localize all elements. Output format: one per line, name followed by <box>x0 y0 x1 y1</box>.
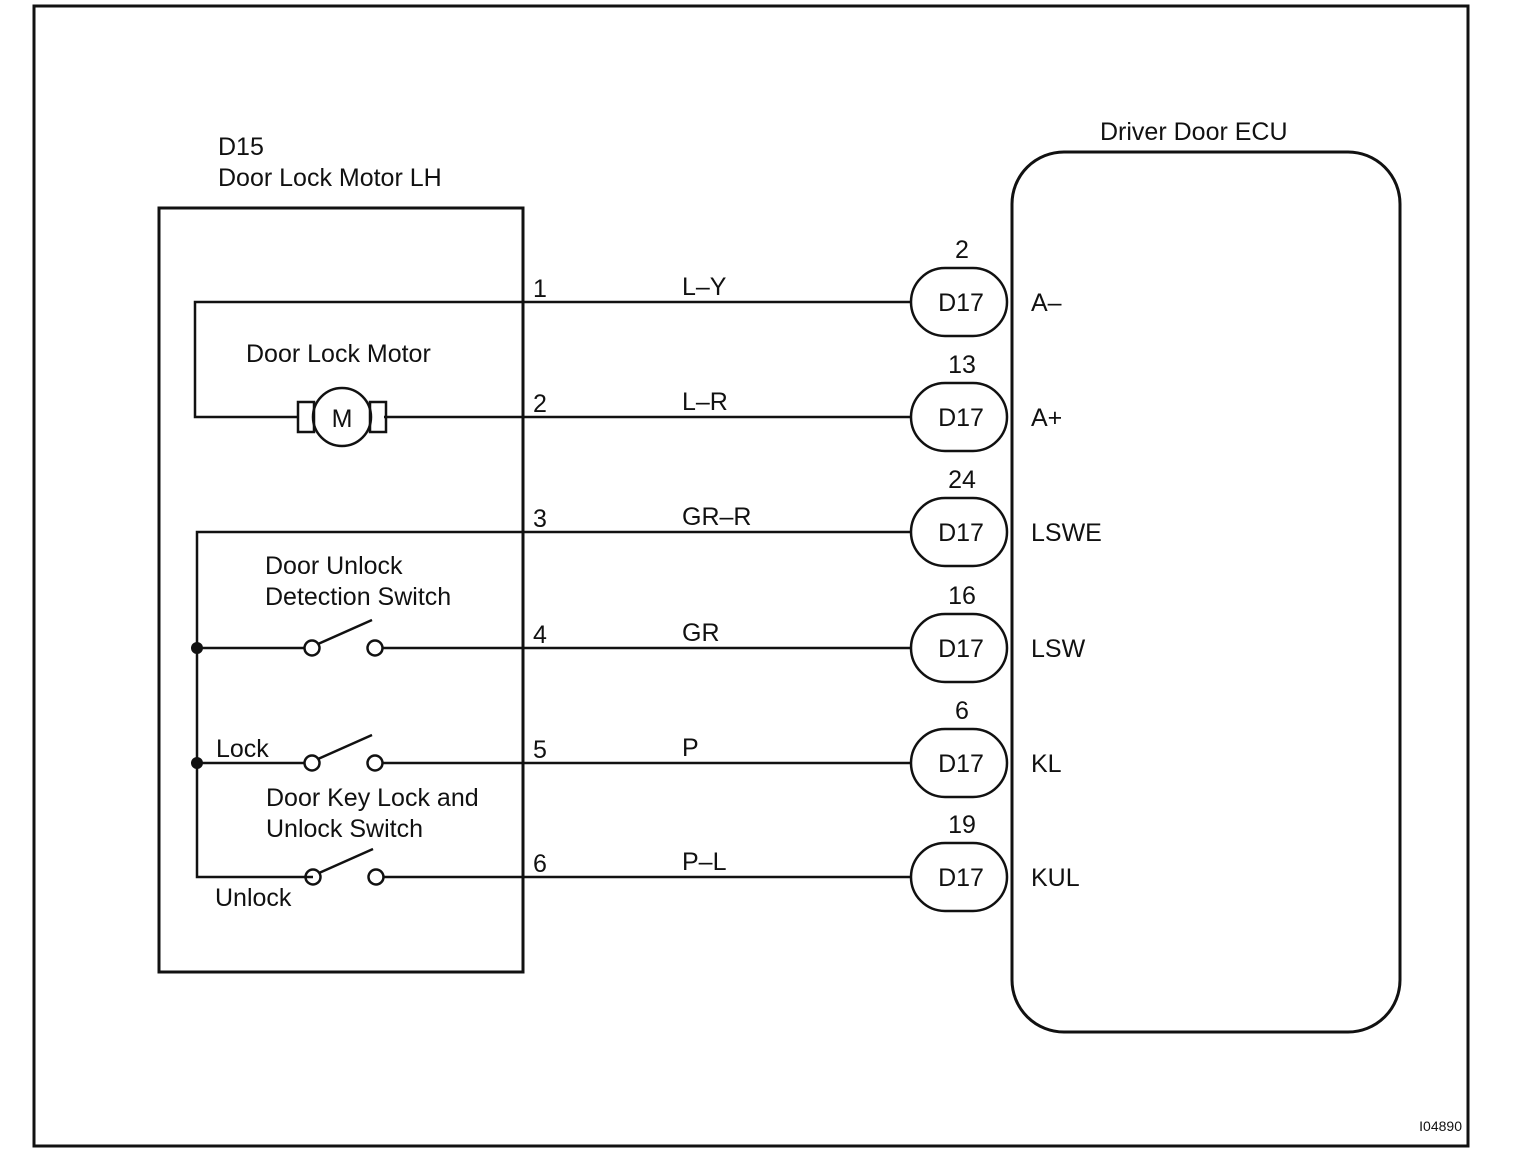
pin-number: 3 <box>533 505 547 533</box>
ecu-terminal: LSW <box>1031 635 1086 663</box>
ecu-terminal: KL <box>1031 750 1062 778</box>
motor-label: Door Lock Motor <box>246 340 431 368</box>
key-switch-label-line1: Door Key Lock and <box>266 784 479 812</box>
connector-d17 <box>909 841 1009 913</box>
wire-color: P <box>682 734 699 762</box>
ecu-pin-number: 16 <box>948 582 976 610</box>
figure-id: I04890 <box>1419 1118 1462 1134</box>
ecu-terminal: LSWE <box>1031 519 1102 547</box>
key-switch-label-line2: Unlock Switch <box>266 815 423 843</box>
pin-number: 1 <box>533 275 547 303</box>
ecu-pin-number: 13 <box>948 351 976 379</box>
pin-number: 4 <box>533 621 547 649</box>
unlock-label: Unlock <box>215 884 292 912</box>
ecu-pin-number: 24 <box>948 466 976 494</box>
motor-loop-wire <box>193 300 523 419</box>
connector-d17 <box>909 727 1009 799</box>
ecu-pin-number: 2 <box>955 236 969 264</box>
connector-code: D17 <box>938 635 984 663</box>
connector-code: D17 <box>938 750 984 778</box>
wire-color: L–R <box>682 388 728 416</box>
wire-color: GR–R <box>682 503 751 531</box>
component-code: D15 <box>218 133 264 161</box>
driver-door-ecu-box <box>1010 150 1402 1034</box>
connector-code: D17 <box>938 519 984 547</box>
pin-number: 2 <box>533 390 547 418</box>
connector-code: D17 <box>938 864 984 892</box>
connector-d17 <box>909 381 1009 453</box>
wire-color: GR <box>682 619 720 647</box>
motor-symbol: M <box>332 405 353 433</box>
door-lock-motor-box <box>157 206 525 974</box>
pin-number: 5 <box>533 736 547 764</box>
unlock-detection-switch-icon <box>303 618 384 657</box>
pin-number: 6 <box>533 850 547 878</box>
ecu-terminal: A– <box>1031 289 1062 317</box>
ecu-name: Driver Door ECU <box>1100 118 1288 146</box>
ecu-terminal: KUL <box>1031 864 1080 892</box>
outer-frame <box>32 4 1470 1148</box>
ecu-pin-number: 19 <box>948 811 976 839</box>
connector-d17 <box>909 612 1009 684</box>
unlock-detection-switch-label-line2: Detection Switch <box>265 583 451 611</box>
motor-icon: M <box>296 386 388 448</box>
connector-d17 <box>909 266 1009 338</box>
wire-color: L–Y <box>682 273 727 301</box>
component-name: Door Lock Motor LH <box>218 164 442 192</box>
unlock-switch-icon <box>304 847 385 886</box>
lock-label: Lock <box>216 735 269 763</box>
connector-code: D17 <box>938 289 984 317</box>
connector-d17 <box>909 496 1009 568</box>
wire-color: P–L <box>682 848 727 876</box>
unlock-detection-switch-label-line1: Door Unlock <box>265 552 403 580</box>
switch-common-bus <box>195 530 523 879</box>
lock-switch-icon <box>303 733 384 772</box>
connector-code: D17 <box>938 404 984 432</box>
ecu-pin-number: 6 <box>955 697 969 725</box>
ecu-terminal: A+ <box>1031 404 1062 432</box>
